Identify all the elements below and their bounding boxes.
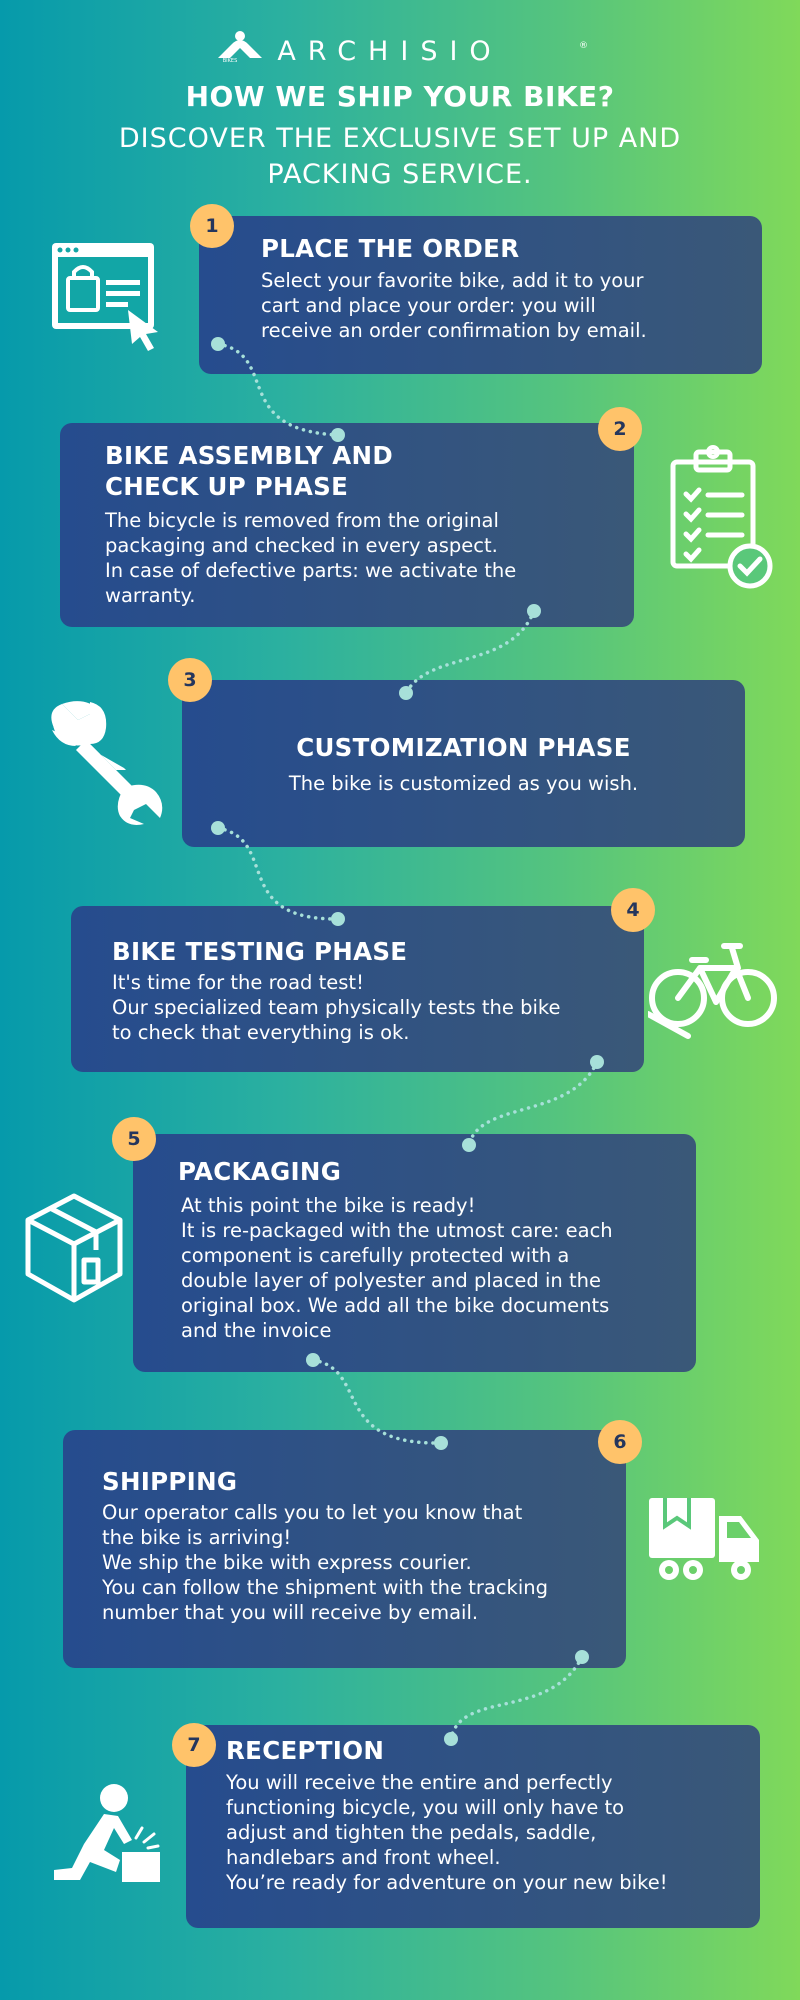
step-6-badge: 6 [598,1420,642,1464]
step-card-3: CUSTOMIZATION PHASE The bike is customiz… [182,680,745,847]
step-1-title: PLACE THE ORDER [261,234,520,263]
step-6-text: Our operator calls you to let you know t… [102,1501,549,1624]
step-1-text: Select your favorite bike, add it to you… [261,269,647,342]
step-3-badge: 3 [168,658,212,702]
step-2-title: BIKE ASSEMBLY AND CHECK UP PHASE [105,440,393,502]
connector-dot [462,1138,476,1152]
connector-1-2 [216,342,340,437]
step-7-title: RECEPTION [226,1736,385,1765]
connector-dot [211,337,225,351]
connector-5-6 [311,1358,443,1445]
connector-dot [575,1650,589,1664]
connector-dot [590,1055,604,1069]
step-7-badge: 7 [172,1723,216,1767]
assembling-person-icon [54,1784,160,1882]
brand-trademark: ® [579,41,588,51]
connector-4-5 [467,1060,599,1147]
step-4-title: BIKE TESTING PHASE [112,937,408,966]
page-subtitle: DISCOVER THE EXCLUSIVE SET UP AND PACKIN… [0,121,800,193]
step-3-text: The bike is customized as you wish. [288,772,639,795]
step-card-5: PACKAGING At this point the bike is read… [133,1134,696,1372]
step-2-badge: 2 [598,407,642,451]
connector-dot [399,686,413,700]
step-5-title: PACKAGING [178,1157,342,1186]
step-2-title-line-1: BIKE ASSEMBLY AND [105,441,393,470]
page-title: HOW WE SHIP YOUR BIKE? [185,80,615,113]
step-card-2: BIKE ASSEMBLY AND CHECK UP PHASE The bic… [60,423,634,627]
brand-name: ARCHISIO [277,36,502,66]
step-2-text: The bicycle is removed from the original… [105,509,517,607]
step-card-7: RECEPTION You will receive the entire an… [186,1725,760,1928]
step-card-1: PLACE THE ORDER Select your favorite bik… [199,216,762,374]
connector-dot [331,912,345,926]
subtitle-line-2: PACKING SERVICE. [267,159,533,190]
bicycle-icon [648,943,777,1039]
step-5-badge: 5 [112,1117,156,1161]
step-3-title: CUSTOMIZATION PHASE [296,733,631,762]
connector-3-4 [216,826,340,921]
step-4-text: It's time for the road test! Our special… [112,971,561,1044]
delivery-truck-icon [649,1498,759,1580]
online-shop-icon [52,243,158,351]
wrench-icon [51,701,163,825]
connector-dot [331,428,345,442]
connector-dot [211,821,225,835]
subtitle-line-1: DISCOVER THE EXCLUSIVE SET UP AND [118,123,682,154]
step-2-title-line-2: CHECK UP PHASE [105,472,349,501]
step-7-text: You will receive the entire and perfectl… [226,1771,668,1894]
step-4-badge: 4 [611,888,655,932]
connector-2-3 [404,609,536,695]
brand-sub: BIKES [223,58,238,64]
connector-dot [444,1732,458,1746]
step-card-6: SHIPPING Our operator calls you to let y… [63,1430,626,1668]
step-6-title: SHIPPING [102,1467,238,1496]
step-card-4: BIKE TESTING PHASE It's time for the roa… [71,906,644,1072]
step-5-text: At this point the bike is ready! It is r… [181,1194,613,1342]
checklist-icon [670,445,773,589]
connector-6-7 [449,1655,584,1741]
connector-dot [306,1353,320,1367]
connector-dot [527,604,541,618]
archisio-logo: BIKES ARCHISIO ® [218,31,588,66]
box-icon [25,1193,123,1303]
step-1-badge: 1 [190,204,234,248]
connector-dot [434,1436,448,1450]
